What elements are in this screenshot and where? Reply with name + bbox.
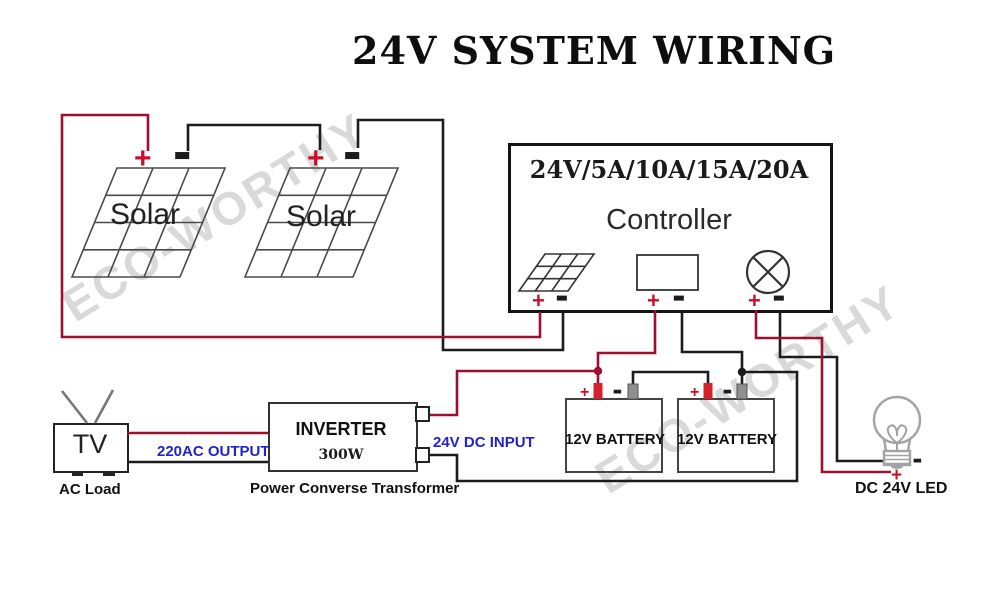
solar-panel-1-icon <box>70 167 227 278</box>
wire-battery-series-jumper <box>631 370 710 388</box>
wire-controller-to-battery1-pos <box>596 310 657 388</box>
wire-controller-load-pos-to-led <box>754 310 891 474</box>
inverter-name: INVERTER <box>295 419 387 439</box>
wire-controller-load-neg-to-led <box>778 310 884 463</box>
inverter-port-positive <box>415 406 430 422</box>
led-plus-sign: + <box>891 465 903 486</box>
panel2-minus-terminal: − <box>344 119 361 191</box>
wire-panel2-neg-to-controller <box>356 118 565 352</box>
solar-panel-2-icon <box>243 167 400 278</box>
controller-solar-icon <box>517 253 596 292</box>
battery1-minus-sign: − <box>613 372 622 413</box>
battery1-plus-sign: + <box>580 384 590 401</box>
inverter-caption: Power Converse Transformer <box>250 480 460 497</box>
controller-box <box>508 143 833 313</box>
wire-battery-return-to-inverter <box>430 370 799 483</box>
solar-panel-1-label: Solar <box>110 198 181 231</box>
inverter-box <box>268 402 418 472</box>
tv-label: TV <box>72 429 108 459</box>
dc-input-wire-label: 24V DC INPUT <box>433 434 535 451</box>
battery2-plus-sign: + <box>690 384 700 401</box>
tv-box <box>53 423 129 473</box>
battery-2-box <box>677 398 775 473</box>
controller-load-plus: + <box>748 288 761 313</box>
battery-2-label: 12V BATTERY <box>677 431 778 448</box>
ac-load-caption: AC Load <box>59 481 121 498</box>
junction-dot-negative <box>737 367 747 377</box>
controller-battery-plus: + <box>647 288 660 313</box>
battery-1-box <box>565 398 663 473</box>
battery-terminals <box>593 383 748 400</box>
wire-panel1-pos-to-controller <box>60 113 542 339</box>
led-minus-sign: − <box>913 441 922 482</box>
controller-load-minus: − <box>773 274 785 325</box>
junction-dot-positive <box>593 366 603 376</box>
tv-antenna-icon <box>60 389 115 476</box>
controller-lamp-icon <box>745 249 791 295</box>
wire-panel1-neg-to-panel2-pos <box>186 123 322 151</box>
solar-panel-2-label: Solar <box>286 200 357 233</box>
controller-name: Controller <box>606 204 732 236</box>
controller-battery-icon <box>636 254 699 291</box>
controller-solar-minus: − <box>556 274 568 325</box>
led-caption: DC 24V LED <box>855 480 948 497</box>
controller-solar-plus: + <box>532 288 545 313</box>
panel1-plus-terminal: + <box>134 142 152 175</box>
led-bulb-icon <box>872 395 922 469</box>
panel1-minus-terminal: − <box>174 119 191 191</box>
panel2-plus-terminal: + <box>307 142 325 175</box>
inverter-port-negative <box>415 447 430 463</box>
page-title: 24V SYSTEM WIRING <box>352 28 837 73</box>
controller-battery-minus: − <box>673 274 685 325</box>
ac-output-wire-label: 220AC OUTPUT <box>157 443 270 460</box>
battery-1-label: 12V BATTERY <box>565 431 666 448</box>
wire-inverter-pos-input <box>430 369 598 417</box>
battery2-minus-sign: − <box>723 372 732 413</box>
inverter-power: 300W <box>318 447 364 463</box>
controller-spec: 24V/5A/10A/15A/20A <box>529 155 809 184</box>
wire-controller-to-battery2-neg <box>680 310 744 388</box>
